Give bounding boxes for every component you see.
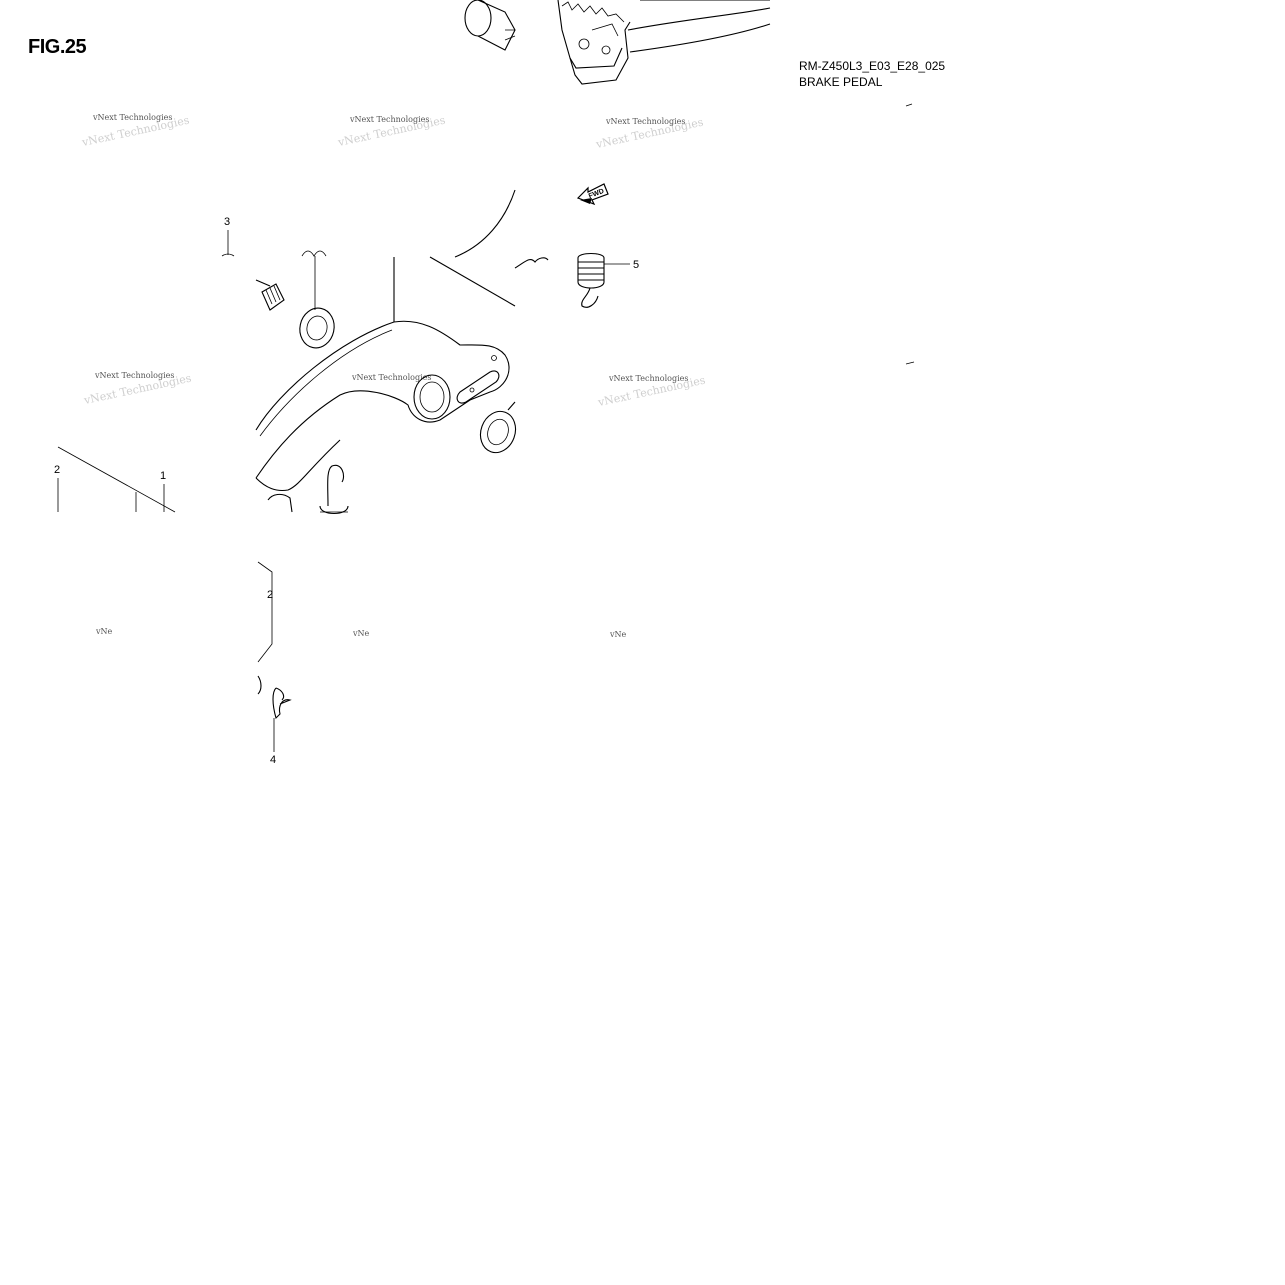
svg-text:4: 4 (270, 754, 276, 766)
callout-5: 5 (604, 259, 639, 271)
diagram-code: RM-Z450L3_E03_E28_025 (799, 59, 946, 73)
watermark: vNext Technologies (349, 115, 429, 124)
callout-1: 1 (135, 470, 166, 512)
pedal-tip-part (464, 0, 771, 85)
washer-lower (479, 401, 517, 454)
watermark-fragment: vNe (609, 630, 627, 639)
svg-text:5: 5 (633, 259, 639, 271)
callout-split-pin-top (301, 250, 327, 310)
fwd-arrow-icon: FWD (576, 183, 609, 206)
diagram-name: BRAKE PEDAL (799, 75, 883, 89)
watermark-fragment: vNe (352, 629, 370, 638)
svg-text:1: 1 (160, 470, 166, 482)
watermark: vNext Technologies (608, 374, 688, 383)
svg-text:3: 3 (224, 216, 230, 228)
return-spring (514, 252, 605, 308)
watermark-fragment: vNe (95, 627, 113, 636)
callout-4: 4 (257, 675, 292, 766)
pivot-bolt (255, 279, 285, 311)
stray-mark (905, 103, 913, 107)
stray-mark (905, 361, 915, 365)
svg-text:2: 2 (267, 589, 273, 601)
brake-pedal-body (255, 256, 516, 513)
washer-upper (299, 307, 335, 349)
brake-cable-curve (454, 189, 516, 258)
svg-text:2: 2 (54, 464, 60, 476)
callout-2-left: 2 (54, 446, 176, 513)
watermark: vNext Technologies (351, 373, 431, 382)
watermark-row-1: vNext Technologies vNext Technologies vN… (80, 113, 705, 151)
watermark-row-3: vNe vNe vNe (95, 627, 627, 639)
watermark: vNext Technologies (605, 117, 685, 126)
watermark-row-2: vNext Technologies vNext Technologies vN… (82, 371, 707, 409)
watermark: vNext Technologies (92, 113, 172, 122)
lower-spring (319, 464, 349, 515)
figure-label: FIG.25 (28, 36, 87, 58)
callout-2-right: 2 (257, 561, 273, 663)
callout-3: 3 (221, 216, 235, 257)
watermark: vNext Technologies (94, 371, 174, 380)
